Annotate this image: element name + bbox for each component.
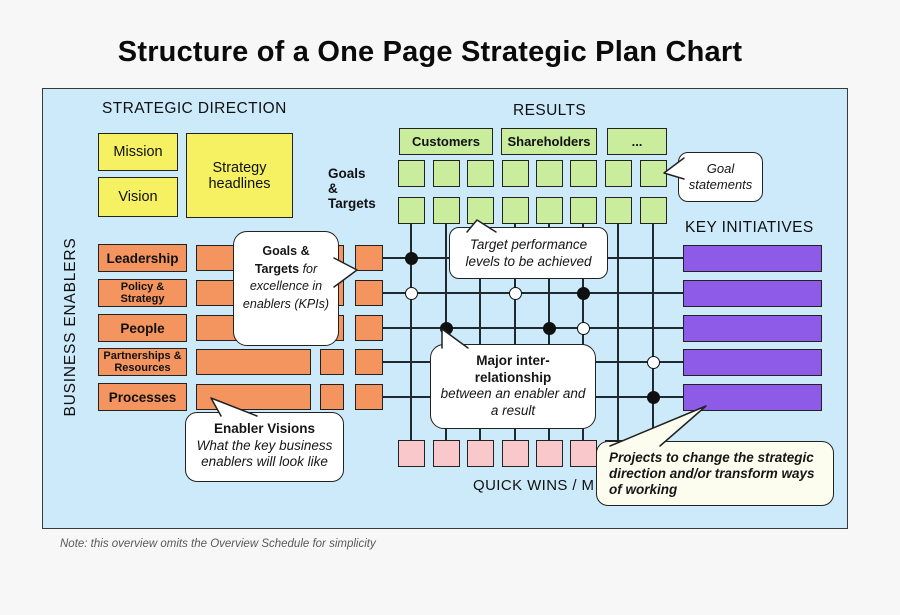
- relationship-dot-open: [576, 321, 590, 335]
- goals-targets-line: &: [328, 181, 338, 196]
- callout-text-italic: for excellence in enablers (KPIs): [243, 262, 329, 311]
- callout-text-bold: Major inter-relationship: [474, 353, 552, 385]
- callout-text-italic: between an enabler and a result: [440, 386, 586, 418]
- callout-text: Goal: [706, 161, 735, 176]
- grid-vline: [652, 224, 654, 441]
- callout-text: for excellence in enablers (KPIs): [242, 261, 330, 311]
- grid-vline: [514, 224, 516, 441]
- enabler-label-partnerships-resources: Partnerships & Resources: [98, 348, 187, 376]
- callout-text-bold: Enabler Visions: [213, 421, 316, 436]
- goal-square: [569, 160, 597, 187]
- enabler-goal-cell: [355, 384, 383, 410]
- enabler-goal-cell: [355, 280, 383, 306]
- page-title: Structure of a One Page Strategic Plan C…: [117, 36, 743, 68]
- relationship-dot-open: [646, 355, 660, 369]
- goal-square: [639, 160, 667, 187]
- section-results: RESULTS: [513, 102, 587, 119]
- results-column-customers: Customers: [399, 128, 493, 155]
- section-business-enablers: BUSINESS ENABLERS: [62, 237, 79, 417]
- footnote: Note: this overview omits the Overview S…: [60, 538, 376, 550]
- goals-targets-label: Goals & Targets: [328, 166, 376, 211]
- callout-text-italic: What the key business enablers will look…: [196, 437, 333, 470]
- results-column-more: ...: [607, 128, 667, 155]
- section-key-initiatives: KEY INITIATIVES: [685, 219, 814, 236]
- key-initiative-bar: [683, 348, 822, 376]
- key-initiative-bar: [683, 383, 822, 411]
- relationship-dot-filled: [542, 321, 556, 335]
- goal-square: [604, 160, 632, 187]
- goal-square: [604, 197, 632, 224]
- enabler-goal-cell: [355, 245, 383, 271]
- callout-enabler-visions: Enabler Visions What the key business en…: [185, 412, 344, 482]
- quick-win-square: [569, 440, 597, 467]
- quick-win-square: [466, 440, 494, 467]
- goals-targets-line: Targets: [328, 196, 376, 211]
- callout-text: levels to be achieved: [465, 254, 592, 269]
- relationship-dot-open: [508, 286, 522, 300]
- goal-square: [501, 197, 529, 224]
- relationship-dot-filled: [646, 390, 660, 404]
- callout-text: Target performance: [469, 237, 588, 252]
- quick-win-square: [432, 440, 460, 467]
- enabler-goal-cell: [320, 349, 344, 375]
- relationship-dot-filled: [404, 251, 418, 265]
- grid-vline: [410, 224, 412, 441]
- enabler-goal-bar: [196, 349, 311, 375]
- key-initiative-bar: [683, 279, 822, 307]
- callout-goals-targets-kpis: Goals & Targets for excellence in enable…: [233, 231, 339, 346]
- goal-square: [466, 160, 494, 187]
- mission-box: Mission: [98, 133, 178, 171]
- relationship-dot-filled: [439, 321, 453, 335]
- enabler-goal-cell: [355, 315, 383, 341]
- goal-square: [432, 197, 460, 224]
- goal-square: [535, 160, 563, 187]
- results-column-shareholders: Shareholders: [501, 128, 597, 155]
- relationship-dot-filled: [576, 286, 590, 300]
- callout-text-bold: Goals & Targets: [254, 244, 310, 276]
- goal-square: [466, 197, 494, 224]
- key-initiative-bar: [683, 244, 822, 272]
- grid-hline: [383, 327, 683, 329]
- callout-target-performance: Target performance levels to be achieved: [449, 227, 608, 279]
- vision-box: Vision: [98, 177, 178, 217]
- quick-win-square: [501, 440, 529, 467]
- enabler-label-people: People: [98, 314, 187, 342]
- grid-vline: [479, 224, 481, 441]
- key-initiative-bar: [683, 314, 822, 342]
- enabler-goal-cell: [355, 349, 383, 375]
- goal-square: [397, 160, 425, 187]
- callout-major-interrelationship: Major inter-relationship between an enab…: [430, 344, 596, 429]
- goal-square: [432, 160, 460, 187]
- quick-win-square: [535, 440, 563, 467]
- goal-square: [639, 197, 667, 224]
- goal-square: [501, 160, 529, 187]
- section-strategic-direction: STRATEGIC DIRECTION: [102, 100, 287, 117]
- grid-hline: [383, 292, 683, 294]
- relationship-dot-open: [404, 286, 418, 300]
- enabler-goal-cell: [320, 384, 344, 410]
- enabler-label-policy-strategy: Policy & Strategy: [98, 279, 187, 307]
- goal-square: [535, 197, 563, 224]
- callout-text: statements: [688, 177, 753, 192]
- enabler-label-processes: Processes: [98, 383, 187, 411]
- strategy-headlines-box: Strategy headlines: [186, 133, 293, 218]
- grid-vline: [617, 224, 619, 441]
- section-quick-wins: QUICK WINS / M: [473, 477, 595, 494]
- goal-square: [397, 197, 425, 224]
- callout-goal-statements: Goal statements: [678, 152, 763, 202]
- callout-text: Projects to change the strategic directi…: [609, 450, 815, 497]
- callout-projects: Projects to change the strategic directi…: [596, 441, 834, 506]
- goal-square: [569, 197, 597, 224]
- quick-win-square: [397, 440, 425, 467]
- goals-targets-line: Goals: [328, 166, 366, 181]
- enabler-label-leadership: Leadership: [98, 244, 187, 272]
- enabler-goal-bar: [196, 384, 311, 410]
